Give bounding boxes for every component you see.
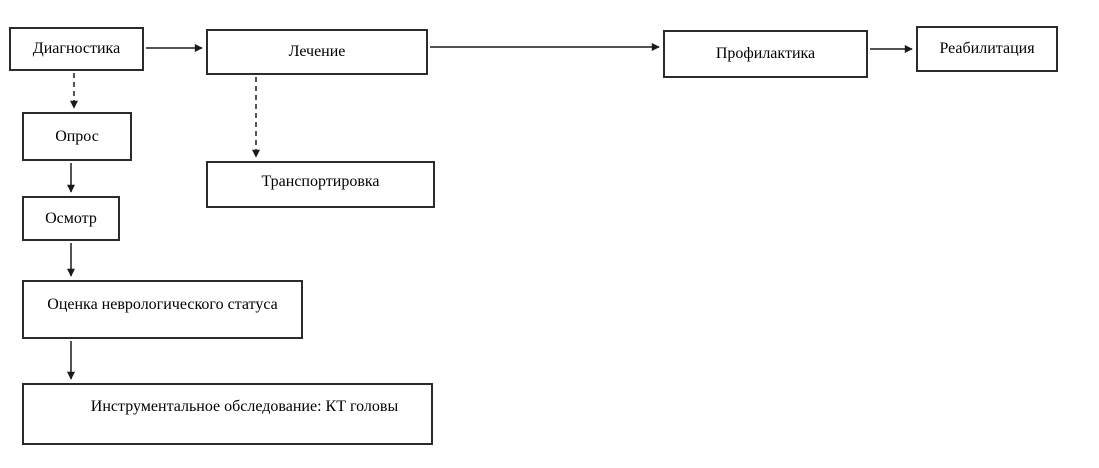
- node-ocenka-nevrologicheskogo-statusa: Оценка неврологического статуса: [22, 280, 303, 339]
- node-diagnostika: Диагностика: [9, 27, 144, 71]
- node-opros-label: Опрос: [55, 127, 99, 145]
- node-instrumentalnoe-obsledovanie: Инструментальное обследование: КТ головы: [22, 383, 433, 445]
- node-diagnostika-label: Диагностика: [32, 40, 121, 58]
- node-instrumental-label: Инструментальное обследование: КТ головы: [90, 398, 399, 416]
- node-osmotr: Осмотр: [22, 196, 120, 241]
- node-opros: Опрос: [22, 112, 132, 161]
- node-transport-label: Транспортировка: [261, 172, 380, 190]
- node-reabilitacija: Реабилитация: [916, 26, 1058, 72]
- node-profilaktika-label: Профилактика: [715, 45, 816, 63]
- node-profilaktika: Профилактика: [663, 30, 868, 78]
- node-transportirovka: Транспортировка: [206, 161, 435, 208]
- node-lechenie: Лечение: [206, 29, 428, 75]
- node-lechenie-label: Лечение: [288, 43, 346, 61]
- node-reabilitacija-label: Реабилитация: [939, 40, 1035, 58]
- node-ocenka-label: Оценка неврологического статуса: [47, 295, 278, 313]
- node-osmotr-label: Осмотр: [45, 209, 97, 227]
